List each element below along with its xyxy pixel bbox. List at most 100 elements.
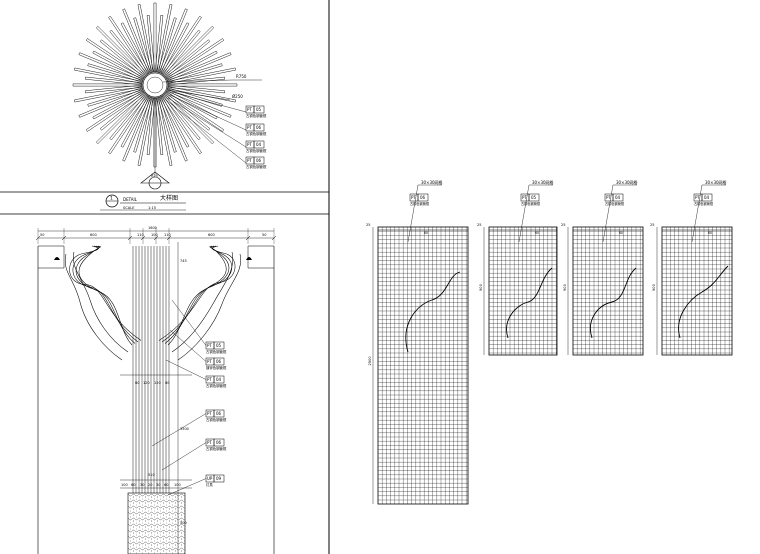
sun-ray [120,22,151,75]
panel-tag-desc: 古铜色钢管框 [605,201,625,206]
panel-tag-code: PT [411,195,416,200]
sun-tag-desc: 古铜色钢管框 [246,131,267,136]
sunburst-hub [142,72,168,98]
sun-ray [166,88,232,118]
sun-leaders [154,79,262,176]
base-dim-4: 30 [156,483,160,487]
elevation-dimensions: 1600 50 600 110 100 110 600 50 745 3500 … [40,226,266,525]
elevation-view [35,228,277,554]
base-dim-3: 20 [148,483,152,487]
panel-tag-num: 06 [420,195,426,200]
elev-leader [165,359,207,380]
sun-ray [163,25,215,77]
panel-tag-code: PT [522,195,527,200]
sun-ray [137,97,154,166]
panel-frame [661,226,733,356]
sun-tag-num: 06 [256,158,262,163]
base-dim-5: 60 [164,483,168,487]
panel-tag-code: PT [606,195,611,200]
sun-tag-num: 04 [256,142,262,147]
bottom-ref: R25 [151,174,158,178]
sun-ray [164,90,225,132]
footing-height: 500 [180,521,187,525]
elev-tag-num: 06 [216,411,222,416]
sun-ray [160,15,202,76]
sun-tag-desc: 古铜色钢管框 [246,164,267,169]
sun-ray [159,95,190,148]
elev-tag-desc: 灯具 [206,482,213,487]
detail-label-en: DETAIL [123,197,138,202]
panel-top-dim: 60 [708,231,712,235]
panel-tag-code: PT [695,195,700,200]
stem-dim-2: 120 [154,381,161,385]
sun-ray [167,67,236,84]
panel-height-dim: 2500 [368,356,372,366]
panel-tag-desc: 古铜色钢管框 [521,201,541,206]
overall-width: 1600 [148,226,157,230]
sun-ray [84,84,143,94]
base-dim-0: 100 [121,483,128,487]
panel-tag-num: 04 [615,195,621,200]
panel-mesh-label: 30×30网格 [532,179,554,185]
radius-label: R750 [236,74,247,79]
sun-tag-desc: 古铜色钢管框 [246,113,267,118]
elev-leader [167,478,207,496]
elev-tag-code: PT [207,440,212,445]
panel-branch [506,267,553,339]
elev-tag-desc: 古铜色钢管框 [206,417,227,422]
sun-ray [74,86,143,103]
panel-height-dim: 900 [563,283,567,291]
sun-ray [156,97,173,166]
sun-ray [133,96,153,153]
panel-frame [488,226,558,356]
sun-ray [72,83,143,87]
sun-ray [157,17,177,74]
panel-branch [590,267,637,339]
elev-tag-code: PT [207,377,212,382]
sun-ray [154,14,164,73]
sun-ray [158,96,188,162]
elev-leader [151,413,207,447]
elev-tag-code: PT [207,411,212,416]
base-dim-2: 30 [140,483,144,487]
panel-width-dim: 25 [561,223,566,227]
sun-ray [167,83,238,87]
sun-ray [122,8,152,74]
sun-tag-code: PT [247,107,252,112]
elev-tag-desc: 古铜色钢管框 [206,349,227,354]
sun-ray [167,76,226,86]
sun-ray [157,96,177,153]
sun-ray [120,95,151,148]
detail-title-bar: 1 DETAIL 大样图 SCALE 1:15 [100,194,186,211]
sun-ray [99,39,146,78]
elev-tag-num: 05 [216,343,222,348]
sun-ray [87,63,144,83]
base-total: 510 [148,473,155,477]
base-dim-6: 100 [174,483,181,487]
sun-ray [156,4,173,73]
sunburst-rays [72,2,238,168]
sun-ray [163,93,215,145]
sun-ray [133,17,153,74]
panel-width-dim: 25 [650,223,655,227]
sun-ray [159,22,190,75]
sun-tag-num: 06 [256,125,262,130]
panel-branch [678,265,729,339]
sun-ray [153,2,157,73]
sun-ray [78,52,144,82]
sun-ray [85,90,146,132]
panel-mesh-label: 30×30网格 [616,179,638,185]
sun-ray [166,63,223,83]
elev-tag-code: PT [207,343,212,348]
elev-tag-num: 06 [216,440,222,445]
